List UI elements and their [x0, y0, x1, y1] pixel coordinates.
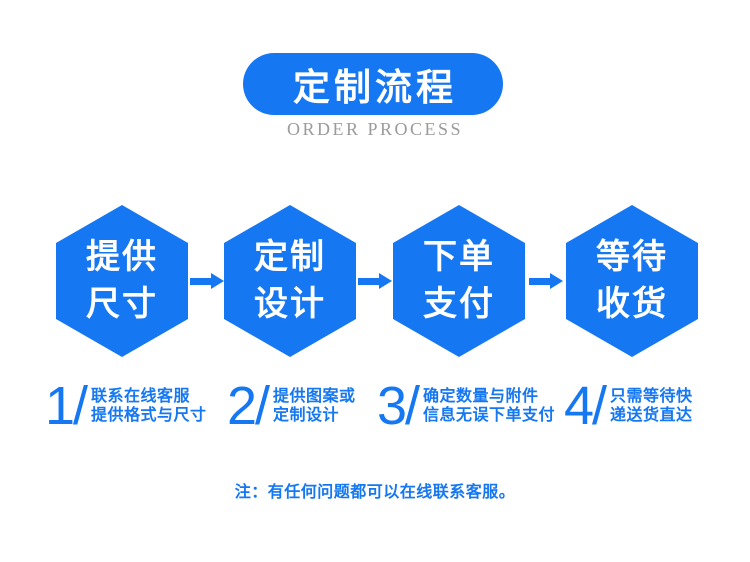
hexagon-label-line: 设计	[254, 285, 326, 323]
step-description-3: 3/ 确定数量与附件 信息无误下单支付	[377, 376, 555, 436]
step-description-text: 确定数量与附件 信息无误下单支付	[423, 387, 555, 426]
hexagon-label-line: 下单	[423, 238, 495, 276]
step-description-text: 联系在线客服 提供格式与尺寸	[91, 387, 207, 426]
step-description-4: 4/ 只需等待快 递送货直达	[564, 376, 693, 436]
step-description-1: 1/ 联系在线客服 提供格式与尺寸	[45, 376, 207, 436]
hexagon-label: 定制 设计	[254, 234, 326, 328]
step-description-line: 递送货直达	[610, 407, 693, 424]
step-description-text: 只需等待快 递送货直达	[610, 387, 693, 426]
step-description-line: 只需等待快	[610, 387, 693, 405]
step-number: 3/	[377, 376, 420, 436]
step-description-line: 信息无误下单支付	[423, 407, 556, 424]
hexagon-label-line: 收货	[596, 285, 668, 323]
hexagon-label-line: 定制	[254, 238, 326, 276]
step-description-2: 2/ 提供图案或 定制设计	[227, 376, 356, 436]
arrow-head	[211, 273, 224, 289]
step-description-text: 提供图案或 定制设计	[273, 387, 356, 426]
arrow-shaft	[529, 277, 552, 285]
step-number: 4/	[564, 376, 607, 436]
step-description-line: 联系在线客服	[91, 387, 191, 405]
arrow-head	[550, 273, 563, 289]
arrow-right-icon	[529, 273, 563, 289]
page-title: 定制流程	[293, 67, 457, 108]
arrow-shaft	[358, 277, 381, 285]
step-description-line: 确定数量与附件	[423, 387, 539, 405]
hexagon-label-line: 提供	[86, 238, 158, 276]
step-number: 2/	[227, 376, 270, 436]
step-hexagon-3: 下单 支付	[393, 205, 525, 357]
step-hexagon-4: 等待 收货	[566, 205, 698, 357]
note-text: 注：有任何问题都可以在线联系客服。	[234, 484, 516, 501]
page-subtitle: ORDER PROCESS	[286, 119, 464, 139]
hexagon-label-line: 尺寸	[86, 285, 158, 323]
hexagon-label-line: 等待	[596, 238, 668, 276]
hexagon-label: 提供 尺寸	[86, 234, 158, 328]
arrow-right-icon	[358, 273, 392, 289]
step-hexagon-1: 提供 尺寸	[56, 205, 188, 357]
step-description-line: 定制设计	[273, 407, 340, 424]
arrow-shaft	[190, 277, 213, 285]
step-number: 1/	[45, 376, 88, 436]
hexagon-label: 下单 支付	[423, 234, 495, 328]
hexagon-label: 等待 收货	[596, 234, 668, 328]
hexagon-label-line: 支付	[423, 285, 495, 323]
arrow-right-icon	[190, 273, 224, 289]
arrow-head	[379, 273, 392, 289]
step-description-line: 提供格式与尺寸	[91, 407, 207, 424]
step-description-line: 提供图案或	[273, 387, 356, 405]
step-hexagon-2: 定制 设计	[224, 205, 356, 357]
title-badge: 定制流程	[243, 53, 503, 115]
